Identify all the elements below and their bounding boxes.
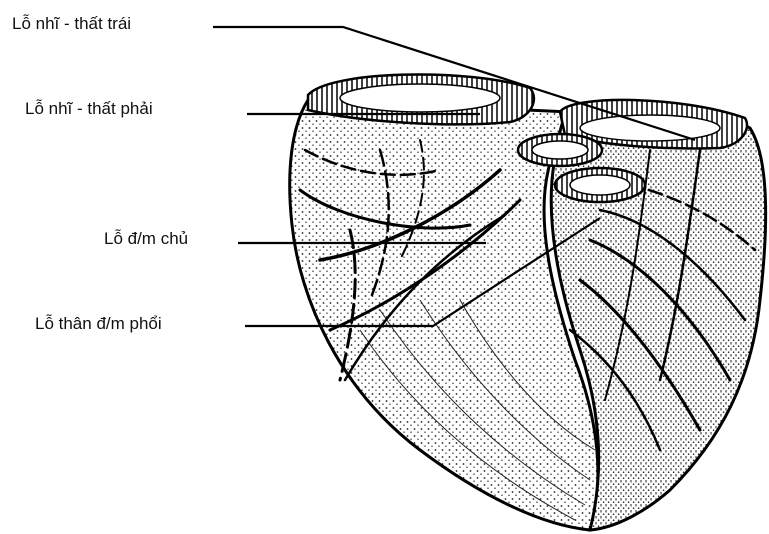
label-right-av-orifice: Lỗ nhĩ - thất phải: [25, 99, 153, 119]
pulmonary-orifice-shape: [570, 175, 630, 195]
label-left-av-orifice: Lỗ nhĩ - thất trái: [12, 14, 131, 34]
label-aortic-orifice: Lỗ đ/m chủ: [104, 229, 188, 249]
label-pulmonary-trunk-orifice: Lỗ thân đ/m phổi: [35, 314, 162, 334]
right-av-orifice-shape: [340, 84, 500, 112]
aortic-orifice-shape: [532, 141, 588, 159]
left-av-orifice-shape: [580, 115, 720, 141]
